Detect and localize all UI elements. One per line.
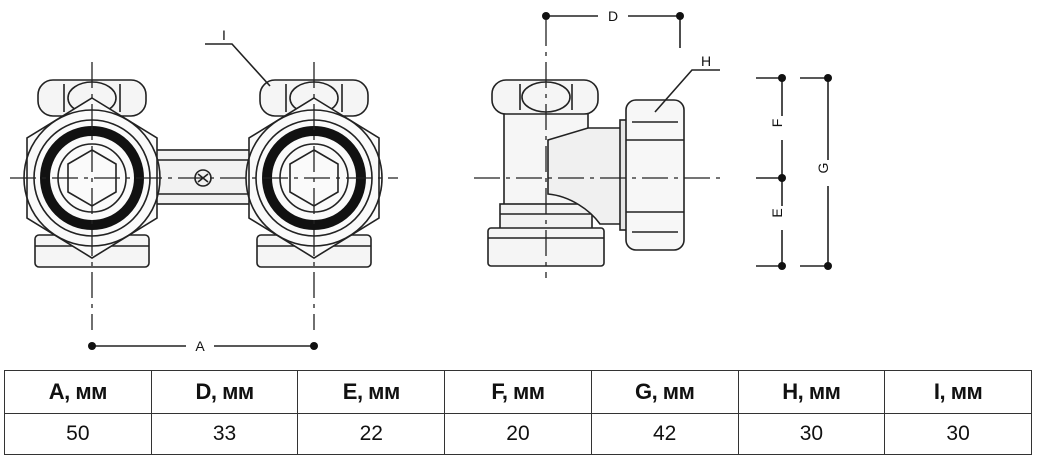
label-f: F [769,119,785,128]
label-i: I [222,27,226,43]
value-i: 30 [884,413,1032,455]
side-view [474,12,720,278]
connecting-pipe [149,149,255,205]
dimension-a [88,342,318,350]
header-f: F, мм [444,370,592,414]
value-e: 22 [297,413,446,455]
label-e: E [769,208,785,217]
label-a: A [195,338,205,354]
value-d: 33 [150,413,299,455]
height-dimensions [756,74,832,270]
value-g: 42 [590,413,739,455]
dimension-d [542,12,684,48]
valve-technical-drawing: A I D H F E G [10,8,832,354]
header-a: A, мм [4,370,152,414]
front-centerlines [10,62,398,330]
table-row: 50 33 22 20 42 30 30 [4,413,1032,455]
value-h: 30 [737,413,886,455]
value-f: 20 [444,413,592,455]
label-g: G [815,163,831,174]
header-d: D, мм [150,370,299,414]
header-g: G, мм [590,370,739,414]
leader-i [205,43,271,87]
front-view [10,43,398,350]
header-h: H, мм [737,370,886,414]
label-h: H [701,53,711,69]
table-header-row: A, мм D, мм E, мм F, мм G, мм H, мм I, м… [4,370,1032,414]
header-e: E, мм [297,370,446,414]
value-a: 50 [4,413,152,455]
header-i: I, мм [884,370,1032,414]
dimensions-table: A, мм D, мм E, мм F, мм G, мм H, мм I, м… [4,370,1032,455]
leader-h [654,69,720,113]
label-d: D [608,8,618,24]
